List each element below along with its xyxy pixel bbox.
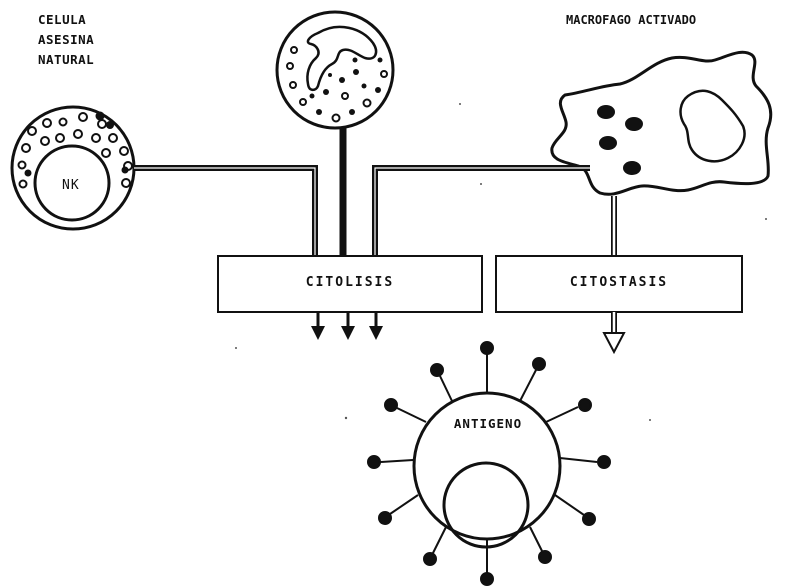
macrophage-granules <box>597 105 643 175</box>
antigen-cell <box>368 342 610 585</box>
nk-title-line2: ASESINA <box>38 30 94 50</box>
citolisis-label: CITOLISIS <box>218 275 482 290</box>
nk-cell <box>12 107 134 229</box>
nk-title: CELULA ASESINA NATURAL <box>38 10 94 70</box>
citostasis-arrow <box>604 312 624 352</box>
nk-title-line1: CELULA <box>38 10 94 30</box>
nk-title-line3: NATURAL <box>38 50 94 70</box>
macrophage-cell <box>552 52 771 194</box>
nk-cell-label: NK <box>62 176 80 196</box>
nk-connector <box>134 168 315 256</box>
citolisis-arrows <box>311 312 383 340</box>
granulocyte-cell <box>277 12 393 128</box>
macrophage-nucleus <box>681 91 745 162</box>
antigen-label: ANTIGENO <box>438 414 538 434</box>
citostasis-label: CITOSTASIS <box>496 275 742 290</box>
macrophage-connector <box>375 168 590 256</box>
macrophage-title: MACROFAGO ACTIVADO <box>566 10 696 30</box>
